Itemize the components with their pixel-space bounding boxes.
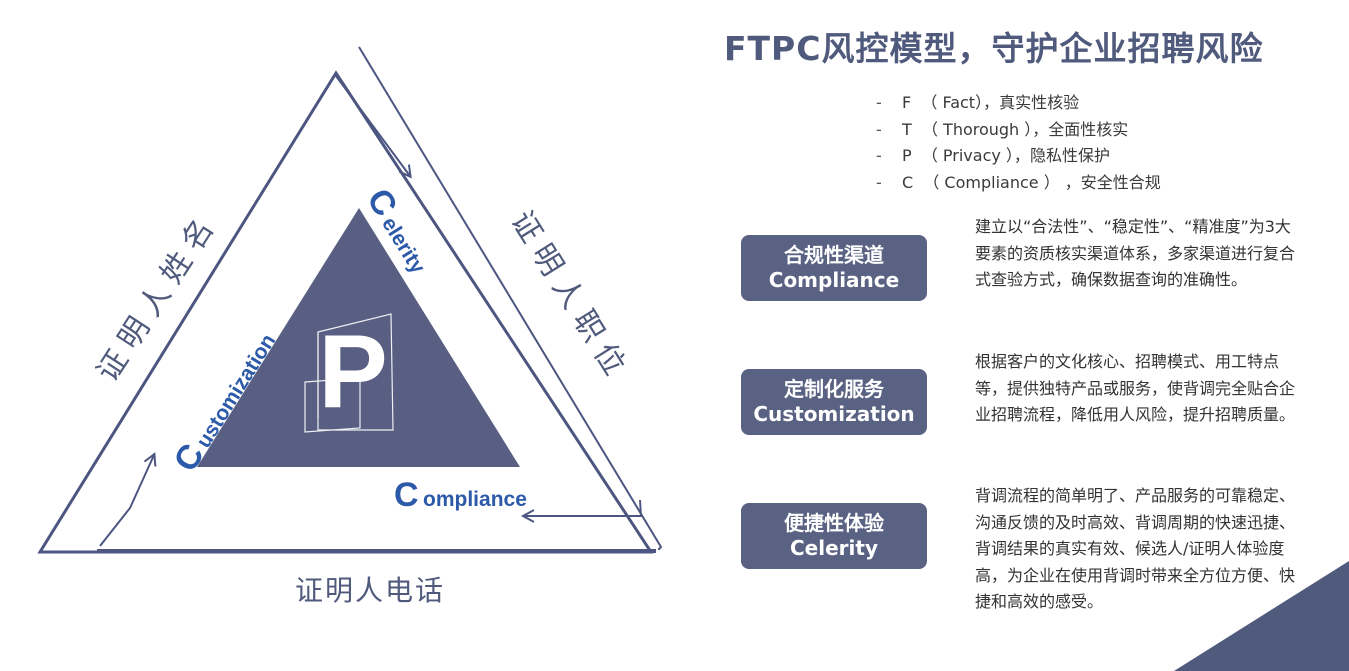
- inner-triangle: [197, 208, 520, 467]
- list-chinese: 真实性核验: [999, 93, 1080, 112]
- tag-en: Customization: [753, 402, 915, 426]
- customization-description: 根据客户的文化核心、招聘模式、用工特点等，提供独特产品或服务，使背调完全贴合企业…: [975, 352, 1296, 424]
- list-english: （ Thorough ），: [921, 119, 1049, 139]
- arrow-top-right: [335, 75, 410, 176]
- compliance-description: 建立以“合法性”、“稳定性”、“精准度”为3大要素的资质核实渠道体系，多家渠道进…: [975, 217, 1296, 289]
- list-letter: P: [902, 146, 912, 165]
- list-item: -C （ Compliance ） ，安全性合规: [876, 170, 1296, 197]
- list-chinese: 隐私性保护: [1029, 146, 1110, 165]
- compliance-rest: ompliance: [423, 488, 527, 511]
- right-arrow-track: [358, 46, 663, 550]
- list-chinese: 全面性核实: [1048, 119, 1129, 139]
- list-english: （ Privacy ），: [921, 146, 1030, 165]
- ftpc-triangle-diagram: P 证明人姓名 证明人职位 证明人电话 C elerity C ustomiza…: [37, 46, 663, 607]
- compliance-tag: 合规性渠道 Compliance: [741, 235, 927, 301]
- list-item: - F （ Fact），真实性核验: [876, 90, 1296, 117]
- arrow-bottom-left: [99, 455, 154, 547]
- arrow-bottom-right: [524, 499, 643, 516]
- page-title: FTPC风控模型，守护企业招聘风险: [724, 29, 1264, 68]
- list-item: - P （ Privacy ），隐私性保护: [876, 143, 1296, 170]
- ftpc-list: -F （ Fact），真实性核验 -T （ Thorough ），全面性核实 -…: [876, 90, 1296, 196]
- tag-cn: 便捷性体验: [784, 511, 884, 535]
- right-side-label: 证明人职位: [504, 205, 637, 389]
- tag-en: Compliance: [768, 268, 900, 292]
- list-dash: -: [876, 172, 882, 192]
- bottom-side-label: 证明人电话: [295, 574, 445, 607]
- compliance-initial: C: [394, 476, 419, 514]
- p-logo-outline: [304, 313, 394, 433]
- list-english: （ Fact），: [921, 93, 1000, 112]
- tag-cn: 合规性渠道: [784, 243, 884, 267]
- tag-en: Celerity: [790, 536, 878, 560]
- list-letter: T: [902, 119, 912, 139]
- customization-tag: 定制化服务 Customization: [741, 369, 927, 435]
- list-english: （ Compliance ） ，: [923, 172, 1081, 192]
- center-letter: P: [318, 314, 387, 430]
- list-item: -T （ Thorough ），全面性核实: [876, 117, 1296, 144]
- list-dash: -: [876, 146, 882, 165]
- celerity-tag: 便捷性体验 Celerity: [741, 503, 927, 569]
- list-dash: -: [876, 119, 882, 139]
- compliance-label: C ompliance: [394, 476, 527, 514]
- corner-decoration: [1174, 561, 1349, 671]
- tag-cn: 定制化服务: [784, 377, 884, 401]
- list-chinese: 安全性合规: [1080, 172, 1161, 192]
- list-letter: C: [902, 172, 914, 192]
- list-dash: -: [876, 93, 882, 112]
- celerity-description: 背调流程的简单明了、产品服务的可靠稳定、沟通反馈的及时高效、背调周期的快速迅捷、…: [975, 486, 1296, 611]
- list-letter: F: [902, 93, 912, 112]
